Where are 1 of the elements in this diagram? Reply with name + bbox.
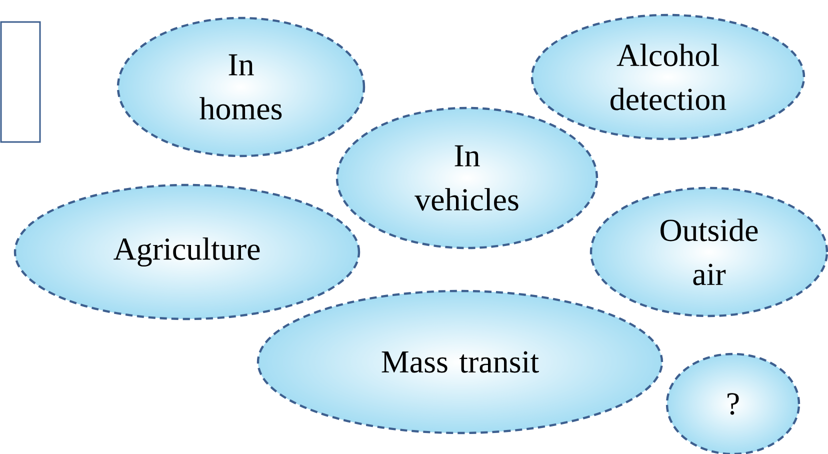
empty-box <box>0 21 41 143</box>
